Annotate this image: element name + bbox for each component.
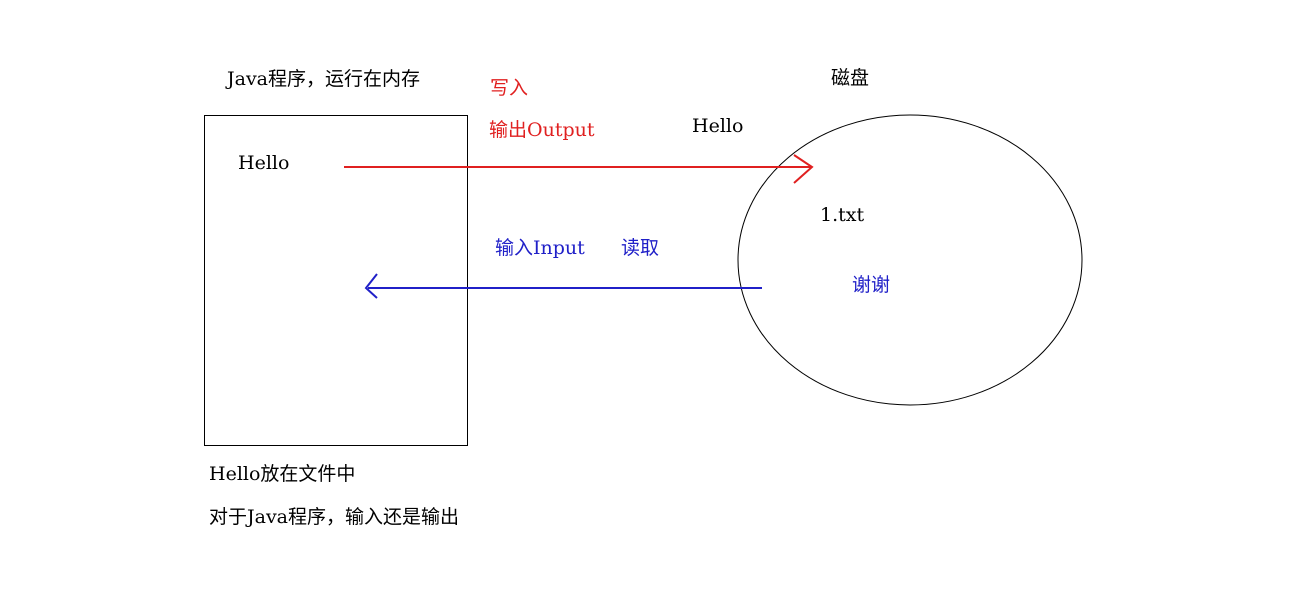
note-line-2: 对于Java程序，输入还是输出 <box>209 506 460 528</box>
read-arrow-head <box>364 273 378 299</box>
read-sublabel: 读取 <box>621 237 660 259</box>
disk-ellipse <box>737 114 1083 406</box>
write-arrow-head <box>793 154 814 184</box>
disk-content: 谢谢 <box>852 274 891 296</box>
read-label: 输入Input <box>495 237 585 259</box>
program-title: Java程序，运行在内存 <box>227 68 421 90</box>
write-sublabel: 输出Output <box>489 119 595 141</box>
disk-title: 磁盘 <box>831 67 870 89</box>
write-label: 写入 <box>490 77 529 99</box>
program-box <box>204 115 468 446</box>
program-content: Hello <box>238 152 290 174</box>
write-data: Hello <box>692 115 744 137</box>
note-line-1: Hello放在文件中 <box>209 463 356 485</box>
disk-filename: 1.txt <box>820 204 865 226</box>
